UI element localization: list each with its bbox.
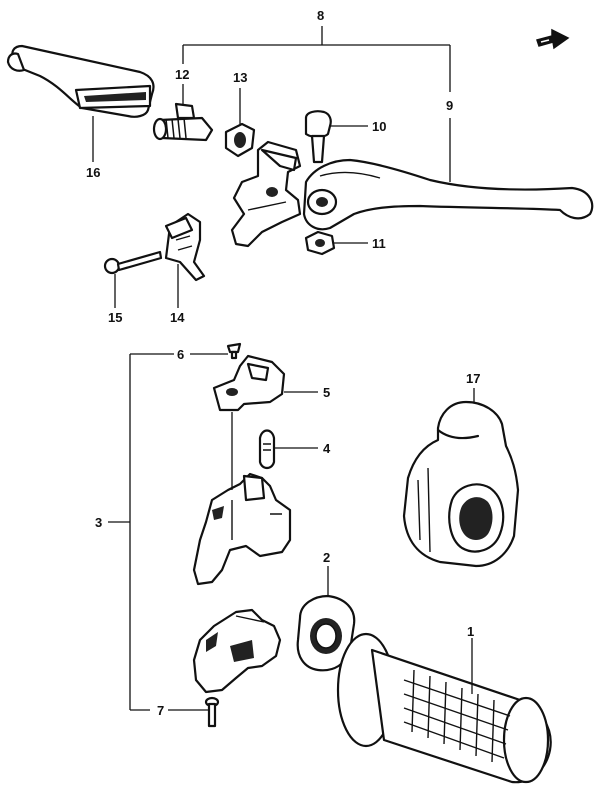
- callout-2: 2: [323, 550, 330, 565]
- callout-7: 7: [157, 703, 164, 718]
- small-screw: [226, 342, 242, 360]
- callout-4: 4: [323, 441, 331, 456]
- clamp-bracket: [164, 212, 206, 282]
- callout-15: 15: [108, 310, 122, 325]
- callout-13: 13: [233, 70, 247, 85]
- callout-9: 9: [446, 98, 453, 113]
- switch-housing-lower: [192, 608, 282, 694]
- lever-adjuster: [152, 102, 214, 142]
- clamp-screw: [103, 250, 163, 275]
- callout-11: 11: [372, 236, 386, 251]
- grip-ribs: [403, 669, 511, 763]
- switch-knob: [258, 429, 276, 470]
- callout-1: 1: [467, 624, 474, 639]
- lever-holder: [230, 140, 302, 248]
- callout-17: 17: [466, 371, 480, 386]
- pivot-nut: [304, 230, 336, 256]
- pivot-bolt: [304, 110, 332, 164]
- front-direction-arrow-icon: [536, 28, 570, 50]
- switch-cover: [212, 354, 286, 412]
- callout-3: 3: [95, 515, 102, 530]
- clutch-lever: [302, 158, 594, 231]
- callout-10: 10: [372, 119, 386, 134]
- leader-lines: [92, 26, 475, 711]
- callout-labels: 1 2 3 4 5 6 7 8 9 10 11 12 13 14 15 16 1…: [86, 8, 480, 718]
- locknut: [224, 122, 256, 158]
- callout-6: 6: [177, 347, 184, 362]
- housing-screw: [204, 696, 220, 728]
- callout-16: 16: [86, 165, 100, 180]
- callout-12: 12: [175, 67, 189, 82]
- lever-boot-cover: [6, 44, 155, 118]
- handlebar-grip: [336, 632, 552, 784]
- switch-housing-cover: [402, 400, 520, 568]
- switch-housing-upper: [192, 472, 292, 586]
- callout-8: 8: [317, 8, 324, 23]
- callout-14: 14: [170, 310, 185, 325]
- throttle-collar: [296, 594, 356, 672]
- callout-5: 5: [323, 385, 330, 400]
